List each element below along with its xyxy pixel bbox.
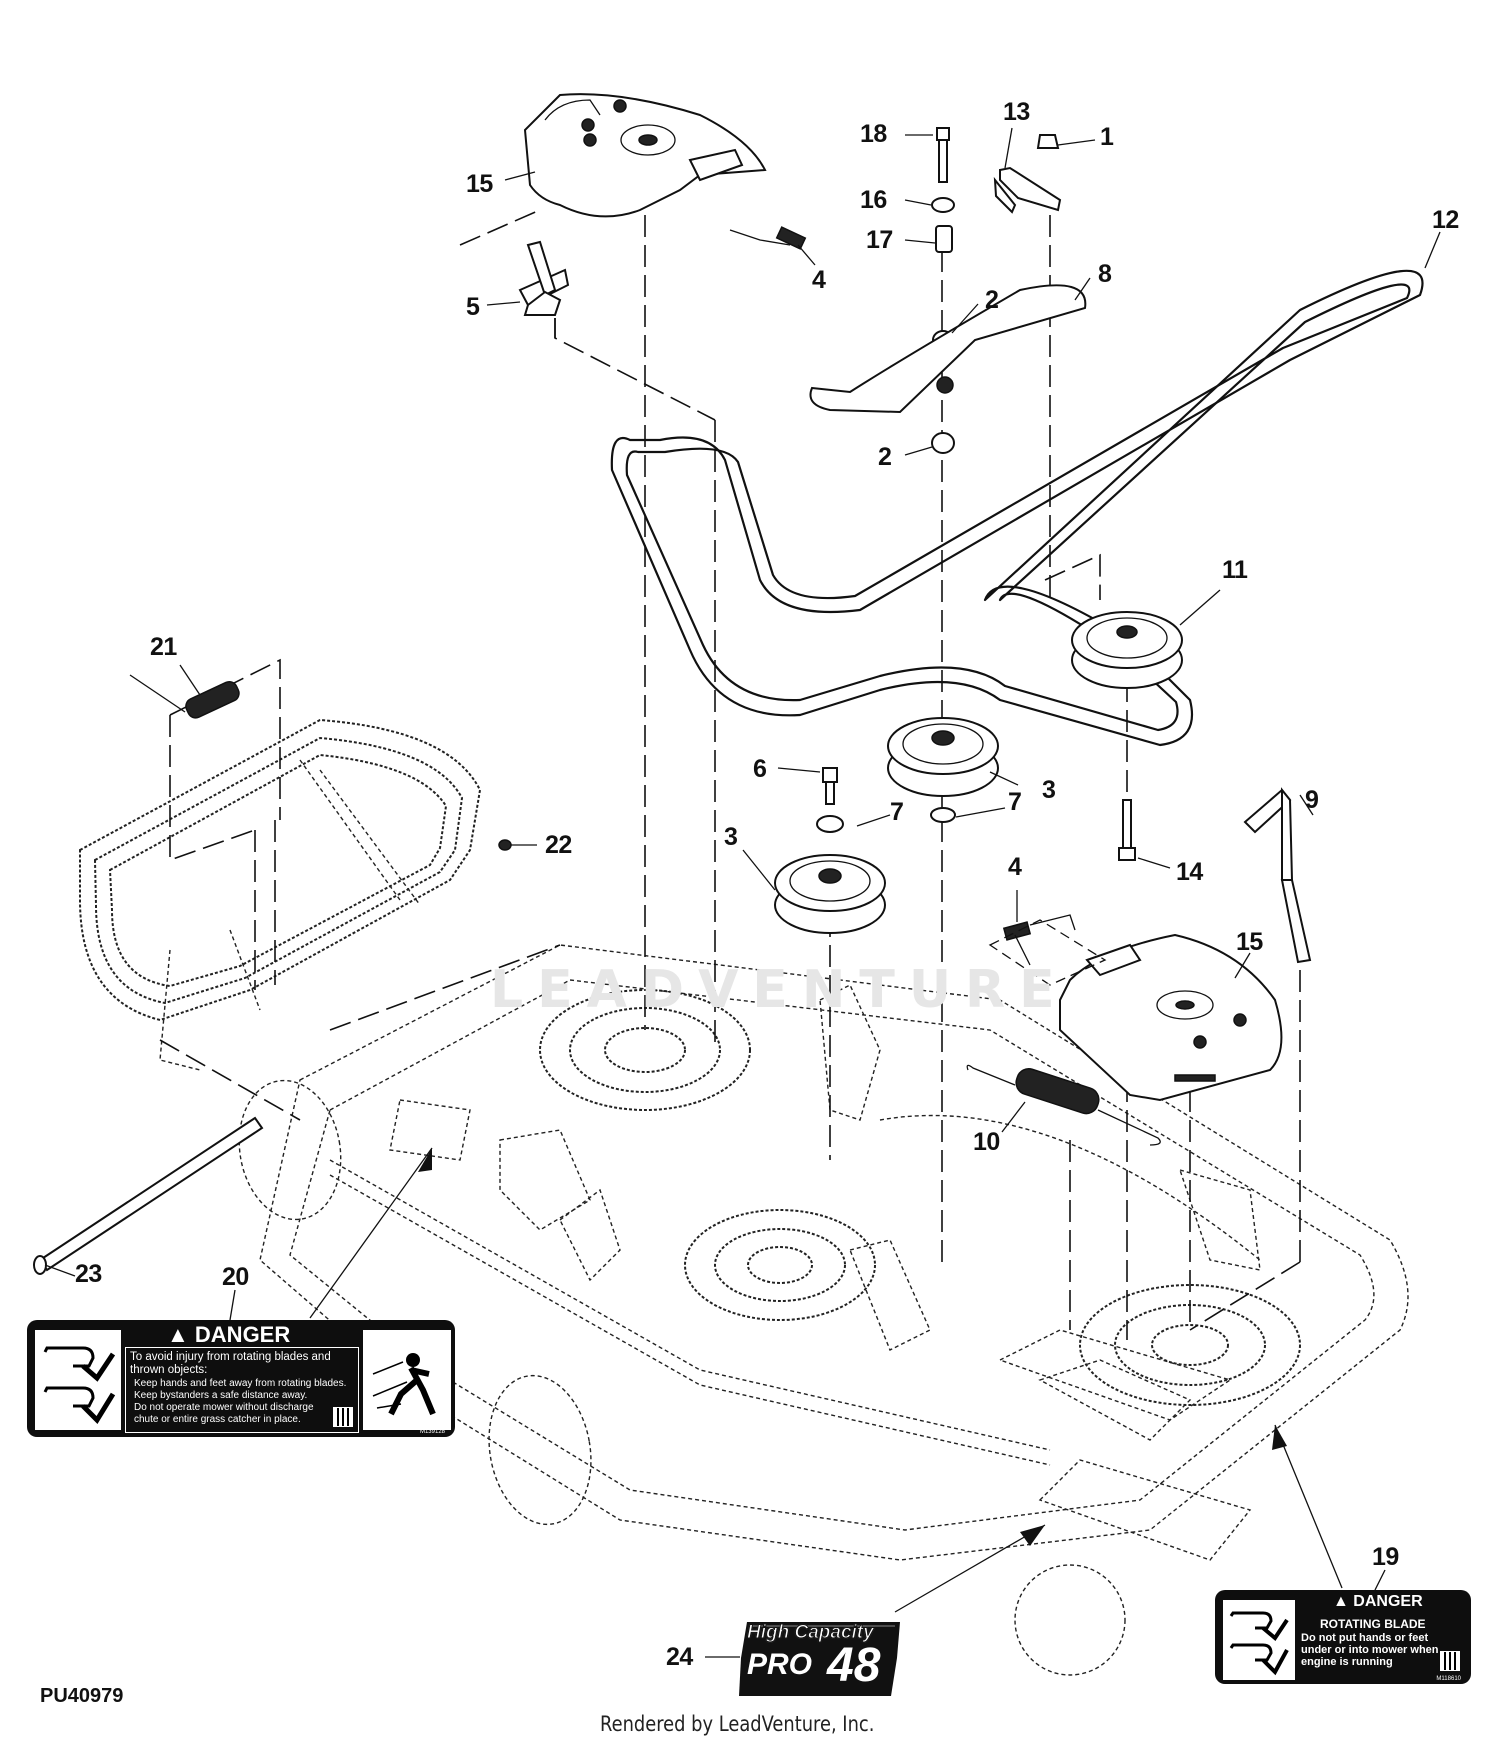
- danger-body-text: Do not put hands or feet under or into m…: [1301, 1632, 1439, 1668]
- callout-9: 9: [1305, 786, 1319, 814]
- danger-heading: ▲ DANGER: [1333, 1593, 1423, 1610]
- bolt-6: [822, 767, 838, 805]
- idler-pulley-11: [1071, 611, 1183, 689]
- callout-11: 11: [1222, 556, 1248, 584]
- callout-13: 13: [1003, 98, 1030, 126]
- hand-blade-pictogram: [35, 1330, 121, 1430]
- danger-message-box: To avoid injury from rotating blades and…: [125, 1347, 359, 1433]
- idler-arm-5: [518, 240, 570, 316]
- belt-12: [610, 269, 1424, 747]
- pin-23: [33, 1116, 264, 1275]
- decal-part-code: M118610: [1436, 1676, 1461, 1682]
- callout-16: 16: [860, 186, 887, 214]
- bagger-frame-outline: [79, 718, 482, 1071]
- idler-bracket-8: [809, 284, 1087, 414]
- footer-credit: Rendered by LeadVenture, Inc.: [600, 1712, 875, 1736]
- washer-16: [931, 197, 955, 213]
- callout-15-lower: 15: [1236, 928, 1263, 956]
- clip-22: [498, 839, 512, 851]
- bracket-13: [993, 166, 1062, 214]
- logo-line-1: High Capacity: [747, 1622, 875, 1644]
- torsion-spring-21: [129, 674, 240, 719]
- rod-9: [1243, 787, 1312, 964]
- callout-21: 21: [150, 633, 177, 661]
- bolt-14: [1118, 799, 1136, 861]
- logo-line-2: PRO: [747, 1648, 813, 1681]
- callout-1: 1: [1100, 123, 1114, 151]
- callout-4-lower: 4: [1008, 853, 1022, 881]
- belt-guard-15-upper: [523, 93, 767, 218]
- callout-20: 20: [222, 1263, 249, 1291]
- callout-2-upper: 2: [985, 286, 999, 314]
- thrown-objects-pictogram: [363, 1330, 451, 1430]
- callout-3-center: 3: [1042, 776, 1056, 804]
- callout-5: 5: [466, 293, 480, 321]
- spring-4-lower: [988, 914, 1107, 986]
- spacer-17: [935, 225, 953, 253]
- watermark: LEADVENTURE: [490, 960, 1069, 1020]
- nut-1: [1036, 134, 1060, 149]
- assembly-lines: [159, 209, 1301, 1340]
- logo-line-3: 48: [827, 1639, 881, 1692]
- idler-pulley-3-left: [774, 854, 886, 934]
- callout-18: 18: [860, 120, 887, 148]
- callout-24: 24: [666, 1643, 693, 1671]
- callout-22: 22: [545, 831, 572, 859]
- qr-code-icon: [333, 1407, 353, 1427]
- callout-10: 10: [973, 1128, 1000, 1156]
- callout-15-upper: 15: [466, 170, 493, 198]
- warning-triangle-icon: ▲: [167, 1322, 189, 1347]
- danger-decal-19: ▲ DANGER ROTATING BLADE Do not put hands…: [1215, 1590, 1471, 1684]
- high-capacity-pro-48-decal: High Capacity PRO 48: [735, 1618, 905, 1698]
- callout-23: 23: [75, 1260, 102, 1288]
- idler-pulley-3-center: [887, 717, 999, 797]
- danger-heading: ▲ DANGER: [167, 1322, 291, 1347]
- danger-lead-text: To avoid injury from rotating blades and…: [130, 1351, 331, 1376]
- callout-4-upper: 4: [812, 266, 826, 294]
- callout-7-center: 7: [1008, 788, 1022, 816]
- spring-4-upper: [729, 226, 807, 250]
- washer-7-left: [816, 815, 844, 833]
- danger-body-text: Keep hands and feet away from rotating b…: [134, 1378, 347, 1425]
- callout-6: 6: [753, 755, 767, 783]
- callout-2-lower: 2: [878, 443, 892, 471]
- washer-7-center: [930, 807, 956, 823]
- bushing-2-lower: [931, 432, 955, 454]
- danger-subheading: ROTATING BLADE: [1320, 1617, 1426, 1631]
- bolt-18: [936, 127, 950, 183]
- document-id: PU40979: [40, 1685, 124, 1707]
- callout-14: 14: [1176, 858, 1203, 886]
- warning-triangle-icon: ▲: [1333, 1593, 1349, 1610]
- callout-8: 8: [1098, 260, 1112, 288]
- leader-lines: [44, 127, 1441, 1658]
- callout-3-left: 3: [724, 823, 738, 851]
- danger-decal-20: ▲ DANGER To avoid injury from rotating b…: [27, 1320, 455, 1437]
- callout-19: 19: [1372, 1543, 1399, 1571]
- qr-code-icon: [1440, 1651, 1460, 1671]
- callout-17: 17: [866, 226, 893, 254]
- callout-7-left: 7: [890, 798, 904, 826]
- hand-blade-pictogram: [1223, 1600, 1295, 1680]
- decal-part-code: M139128: [419, 1429, 445, 1435]
- extension-spring-10: [966, 1064, 1161, 1146]
- belt-guard-15-lower: [1059, 933, 1283, 1102]
- callout-12: 12: [1432, 206, 1459, 234]
